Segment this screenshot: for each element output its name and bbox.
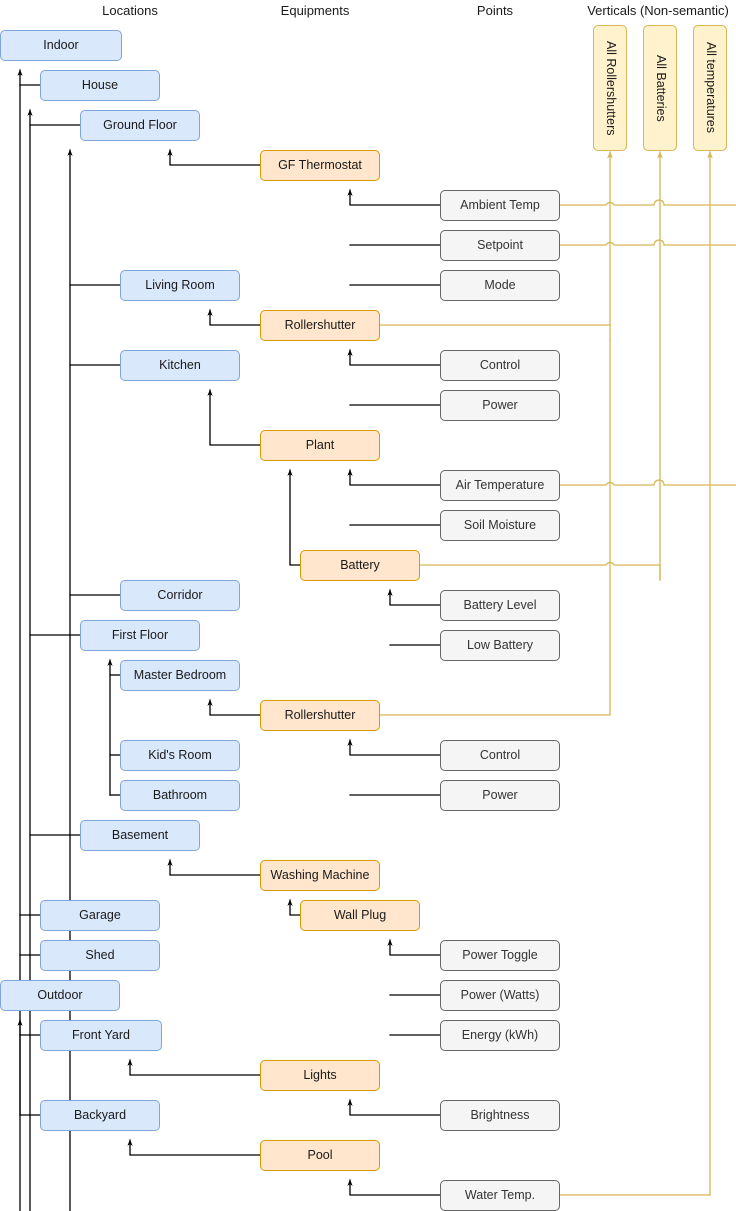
point-node-battery-level[interactable]: Battery Level — [440, 590, 560, 621]
location-node-backyard[interactable]: Backyard — [40, 1100, 160, 1131]
location-node-kids-room[interactable]: Kid's Room — [120, 740, 240, 771]
location-node-corridor[interactable]: Corridor — [120, 580, 240, 611]
location-node-living-room[interactable]: Living Room — [120, 270, 240, 301]
location-node-bathroom[interactable]: Bathroom — [120, 780, 240, 811]
point-node-air-temperature[interactable]: Air Temperature — [440, 470, 560, 501]
column-header-verticals: Verticals (Non-semantic) — [587, 3, 729, 18]
equipment-node-battery[interactable]: Battery — [300, 550, 420, 581]
location-node-master-bedroom[interactable]: Master Bedroom — [120, 660, 240, 691]
point-node-ambient-temp[interactable]: Ambient Temp — [440, 190, 560, 221]
column-header-equipments: Equipments — [280, 3, 350, 18]
point-node-brightness[interactable]: Brightness — [440, 1100, 560, 1131]
equipment-node-lights[interactable]: Lights — [260, 1060, 380, 1091]
location-node-house[interactable]: House — [40, 70, 160, 101]
point-node-low-battery[interactable]: Low Battery — [440, 630, 560, 661]
location-node-shed[interactable]: Shed — [40, 940, 160, 971]
point-node-power-toggle[interactable]: Power Toggle — [440, 940, 560, 971]
point-node-soil-moisture[interactable]: Soil Moisture — [440, 510, 560, 541]
point-node-setpoint[interactable]: Setpoint — [440, 230, 560, 261]
point-node-energy-kwh[interactable]: Energy (kWh) — [440, 1020, 560, 1051]
equipment-node-rollershutter-2[interactable]: Rollershutter — [260, 700, 380, 731]
location-node-ground-floor[interactable]: Ground Floor — [80, 110, 200, 141]
equipment-node-washing-machine[interactable]: Washing Machine — [260, 860, 380, 891]
equipment-node-wall-plug[interactable]: Wall Plug — [300, 900, 420, 931]
point-node-mode[interactable]: Mode — [440, 270, 560, 301]
point-node-power-1[interactable]: Power — [440, 390, 560, 421]
location-node-front-yard[interactable]: Front Yard — [40, 1020, 162, 1051]
vertical-node-all-rollershutters[interactable]: All Rollershutters — [593, 25, 627, 151]
column-header-points: Points — [476, 3, 514, 18]
location-node-garage[interactable]: Garage — [40, 900, 160, 931]
location-node-kitchen[interactable]: Kitchen — [120, 350, 240, 381]
equipment-node-rollershutter-1[interactable]: Rollershutter — [260, 310, 380, 341]
point-node-water-temp[interactable]: Water Temp. — [440, 1180, 560, 1211]
column-header-locations: Locations — [102, 3, 158, 18]
vertical-node-all-temperatures[interactable]: All temperatures — [693, 25, 727, 151]
location-node-first-floor[interactable]: First Floor — [80, 620, 200, 651]
location-node-indoor[interactable]: Indoor — [0, 30, 122, 61]
location-node-outdoor[interactable]: Outdoor — [0, 980, 120, 1011]
point-node-control-1[interactable]: Control — [440, 350, 560, 381]
vertical-node-all-batteries[interactable]: All Batteries — [643, 25, 677, 151]
point-node-control-2[interactable]: Control — [440, 740, 560, 771]
equipment-node-plant[interactable]: Plant — [260, 430, 380, 461]
equipment-node-pool[interactable]: Pool — [260, 1140, 380, 1171]
location-node-basement[interactable]: Basement — [80, 820, 200, 851]
point-node-power-watts[interactable]: Power (Watts) — [440, 980, 560, 1011]
point-node-power-2[interactable]: Power — [440, 780, 560, 811]
equipment-node-gf-thermostat[interactable]: GF Thermostat — [260, 150, 380, 181]
